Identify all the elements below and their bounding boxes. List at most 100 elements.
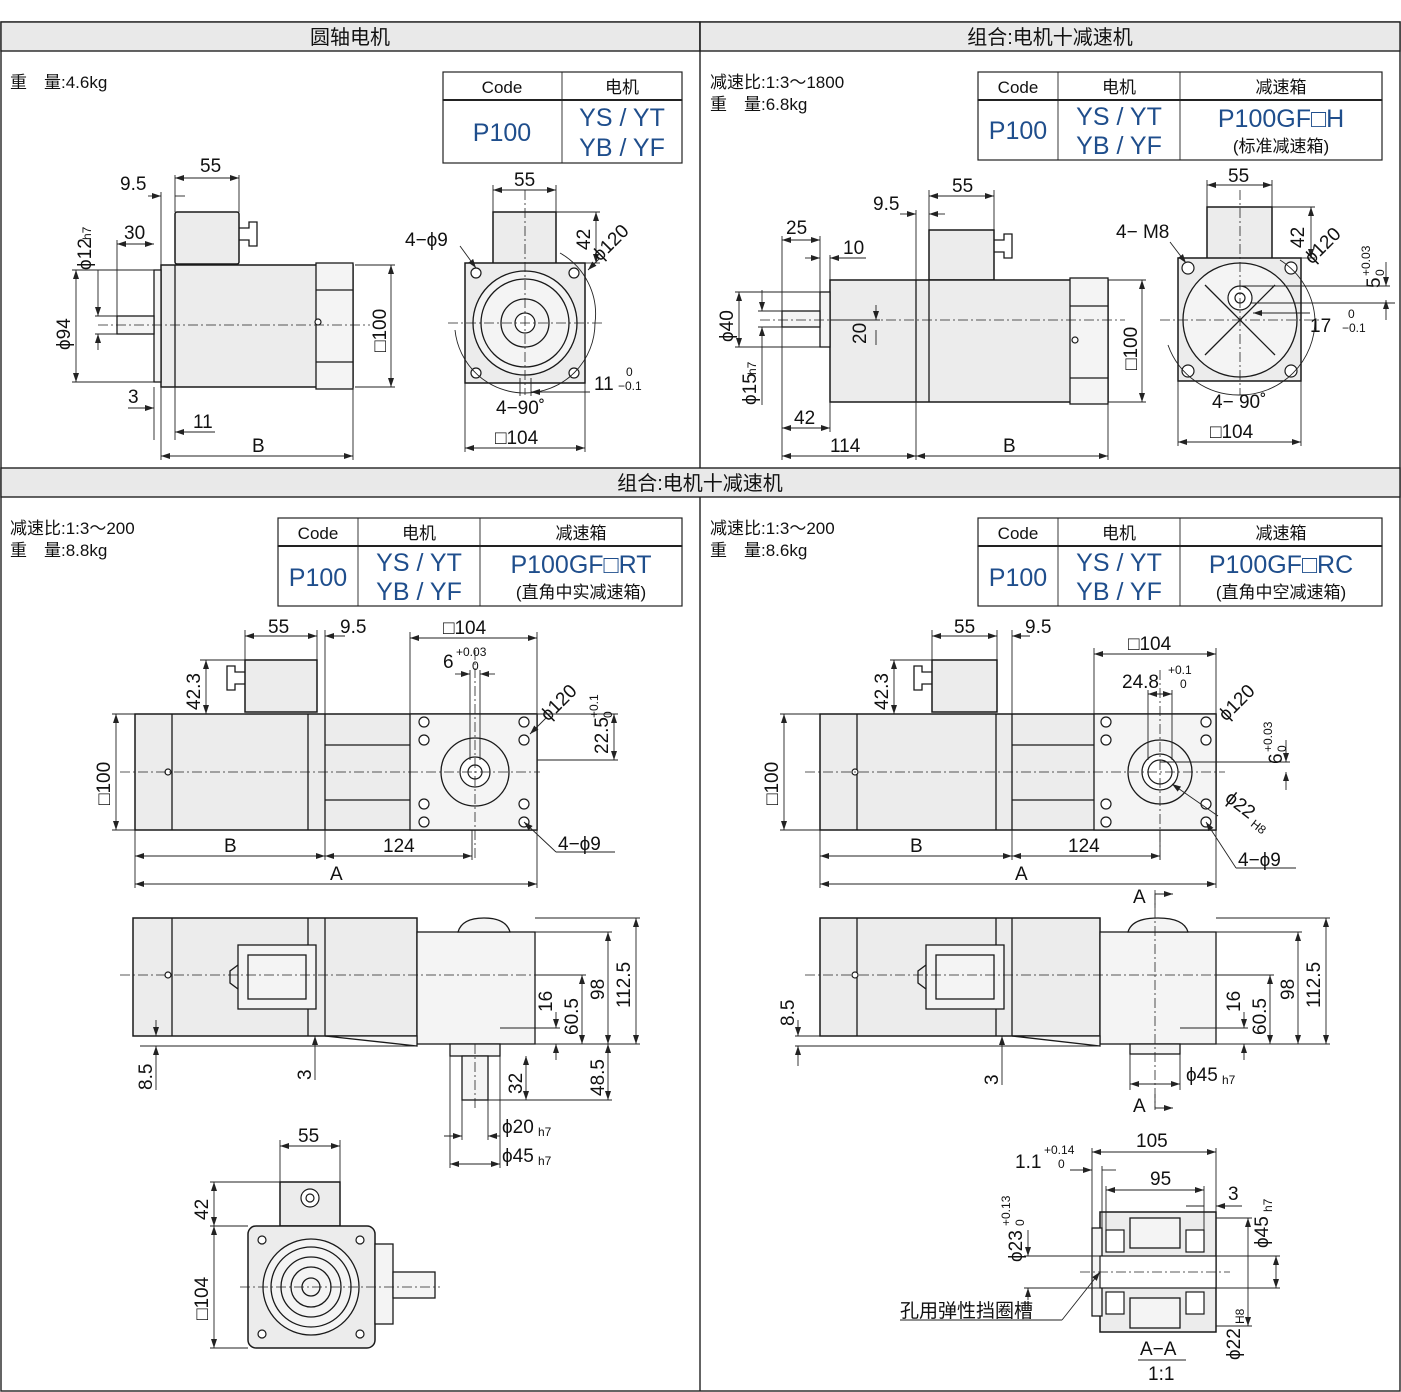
dim-8-5: 8.5 bbox=[136, 1064, 157, 1090]
dim-3: 3 bbox=[982, 1074, 1003, 1085]
section-dimensions: 105 1.1 +0.14 0 95 3 ϕ23 +0.13 0 bbox=[900, 1131, 1280, 1385]
svg-text:h7: h7 bbox=[80, 226, 94, 240]
table-code: P100 bbox=[473, 119, 531, 147]
svg-text:+0.03: +0.03 bbox=[1261, 721, 1275, 752]
dim-17: 17 bbox=[1310, 316, 1331, 337]
table-motor-1: YS / YT bbox=[1076, 549, 1162, 577]
svg-text:0: 0 bbox=[601, 711, 615, 718]
dim-1-1: 1.1 bbox=[1015, 1152, 1041, 1173]
svg-text:+0.13: +0.13 bbox=[999, 1195, 1013, 1226]
spec-table: Code 电机 P100 YS / YT YB / YF bbox=[442, 71, 683, 164]
dim-6: 6 bbox=[1266, 753, 1287, 764]
dim-B: B bbox=[224, 836, 237, 857]
panel-top-left: 重 量:4.6kg Code 电机 P100 YS / YT YB / YF bbox=[10, 71, 683, 460]
dim-square-100: □100 bbox=[94, 762, 115, 805]
table-gear-note: (标准减速箱) bbox=[1233, 137, 1329, 156]
dim-55-front: 55 bbox=[1228, 166, 1249, 187]
side-view-dimensions: 55 9.5 30 ϕ12 h7 ϕ94 bbox=[54, 156, 395, 460]
svg-text:0: 0 bbox=[1373, 269, 1387, 276]
dim-60-5: 60.5 bbox=[562, 998, 583, 1035]
ratio-label: 减速比:1:3～200 bbox=[10, 519, 135, 538]
dim-B: B bbox=[252, 436, 265, 457]
dim-124: 124 bbox=[1068, 836, 1100, 857]
section-scale: 1:1 bbox=[1148, 1364, 1174, 1385]
dim-square-104: □104 bbox=[443, 618, 487, 639]
svg-text:+0.1: +0.1 bbox=[587, 694, 601, 718]
dim-A: A bbox=[1015, 864, 1028, 885]
svg-text:+0.1: +0.1 bbox=[1168, 663, 1192, 677]
svg-text:H8: H8 bbox=[1248, 817, 1269, 838]
weight-label: 重 量:8.6kg bbox=[710, 541, 807, 560]
dim-5: 5 bbox=[1364, 277, 1385, 288]
dim-phi22: ϕ22 bbox=[1221, 787, 1259, 823]
dim-phi45: ϕ45 bbox=[502, 1146, 534, 1167]
svg-text:−0.1: −0.1 bbox=[1342, 321, 1366, 335]
dim-55-end: 55 bbox=[298, 1126, 319, 1147]
section-label: A−A bbox=[1140, 1339, 1177, 1360]
dim-55: 55 bbox=[952, 176, 973, 197]
spec-table: Code 电机 减速箱 P100 YS / YT YB / YF P100GF□… bbox=[977, 517, 1383, 607]
dim-4-phi9: 4−ϕ9 bbox=[558, 834, 601, 855]
svg-text:0: 0 bbox=[472, 659, 479, 673]
dim-10: 10 bbox=[843, 238, 864, 259]
table-header-gear: 减速箱 bbox=[1256, 524, 1307, 543]
dim-32: 32 bbox=[506, 1073, 527, 1094]
dim-60-5: 60.5 bbox=[1250, 998, 1271, 1035]
dim-42-3: 42.3 bbox=[872, 673, 893, 710]
dim-9-5: 9.5 bbox=[1025, 617, 1051, 638]
table-motor-2: YB / YF bbox=[1076, 132, 1162, 160]
dim-4-phi9: 4−ϕ9 bbox=[405, 230, 448, 251]
header-top-left bbox=[0, 21, 701, 52]
dim-phi120: ϕ120 bbox=[537, 681, 582, 726]
dim-square-100: □100 bbox=[762, 762, 783, 805]
dim-phi22-section: ϕ22 bbox=[1224, 1328, 1245, 1360]
svg-text:0: 0 bbox=[626, 365, 633, 379]
table-motor-2: YB / YF bbox=[376, 578, 462, 606]
dim-3: 3 bbox=[295, 1069, 316, 1080]
dim-B: B bbox=[1003, 436, 1016, 457]
table-code: P100 bbox=[289, 564, 347, 592]
dim-square-104: □104 bbox=[495, 428, 539, 449]
dim-22-5: 22.5 bbox=[592, 717, 613, 754]
dim-phi94: ϕ94 bbox=[54, 318, 75, 350]
svg-text:+0.03: +0.03 bbox=[1359, 245, 1373, 276]
section-view-a-a bbox=[1080, 1211, 1230, 1333]
ratio-label: 减速比:1:3～200 bbox=[710, 519, 835, 538]
end-view-dimensions: 55 42 □104 bbox=[192, 1126, 341, 1349]
side-view-dimensions: 55 9.5 25 10 ϕ40 ϕ15 h7 bbox=[717, 176, 1146, 460]
dim-42: 42 bbox=[1288, 227, 1309, 248]
dim-A: A bbox=[330, 864, 343, 885]
table-motor-1: YS / YT bbox=[1076, 103, 1162, 131]
dim-42: 42 bbox=[574, 229, 595, 250]
plan-view-dimensions: 55 9.5 □104 6 +0.03 0 42.3 ϕ120 bbox=[94, 617, 618, 888]
ratio-label: 减速比:1:3～1800 bbox=[710, 73, 844, 92]
plan-view-rc bbox=[805, 659, 1225, 860]
dim-55: 55 bbox=[954, 617, 975, 638]
front-view-dimensions: 55 42 4−ϕ9 ϕ120 4−90˚ □104 11 0 −0.1 bbox=[405, 170, 642, 452]
dim-phi120: ϕ120 bbox=[589, 221, 634, 266]
dim-phi45-section: ϕ45 bbox=[1252, 1216, 1273, 1248]
table-header-code: Code bbox=[998, 524, 1039, 543]
dim-114: 114 bbox=[830, 436, 861, 457]
side-view-rt bbox=[120, 917, 540, 1110]
panel-title-motor-gear: 组合:电机十减速机 bbox=[967, 26, 1133, 49]
dim-105: 105 bbox=[1136, 1131, 1168, 1152]
dim-48-5: 48.5 bbox=[588, 1059, 609, 1096]
dim-square-104: □104 bbox=[1128, 634, 1172, 655]
table-header-motor: 电机 bbox=[605, 78, 639, 97]
side-view-gear-motor bbox=[760, 229, 1125, 405]
dim-square-100: □100 bbox=[370, 309, 391, 352]
dim-98: 98 bbox=[588, 979, 609, 1000]
plan-view-rt bbox=[120, 650, 540, 860]
dim-55: 55 bbox=[200, 156, 221, 177]
dim-42-end: 42 bbox=[192, 1199, 213, 1220]
dim-phi120: ϕ120 bbox=[1215, 681, 1260, 726]
dim-phi12: ϕ12 bbox=[75, 238, 96, 270]
section-mark-a-top: A bbox=[1133, 887, 1146, 908]
dim-16: 16 bbox=[536, 991, 557, 1012]
svg-text:h7: h7 bbox=[1222, 1073, 1236, 1087]
table-header-code: Code bbox=[998, 78, 1039, 97]
dim-124: 124 bbox=[383, 836, 415, 857]
front-view-dimensions: 55 42 4− M8 ϕ120 5 +0.03 0 17 0 bbox=[1116, 166, 1395, 446]
side-view-rc bbox=[805, 890, 1225, 1110]
